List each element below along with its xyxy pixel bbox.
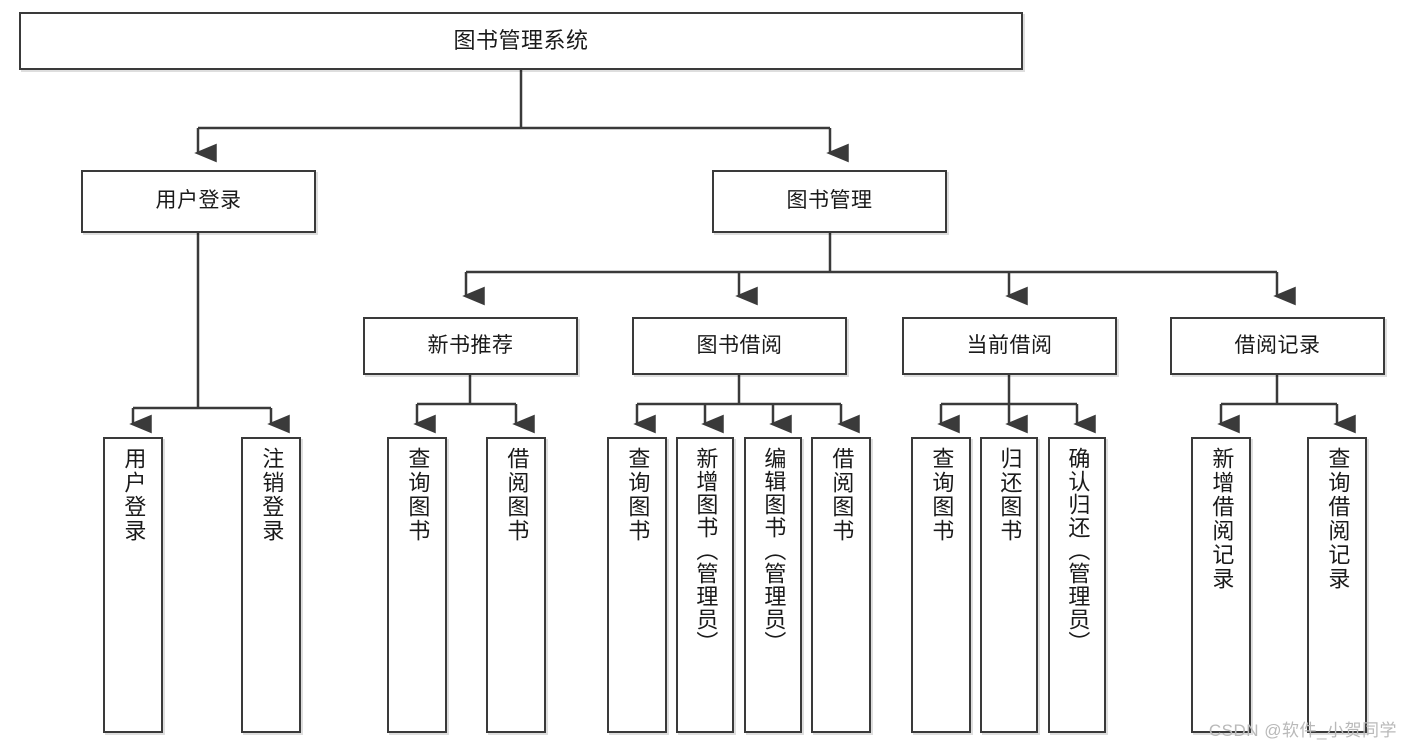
node-borrow-record[interactable]: 借阅记录 <box>1170 317 1385 375</box>
node-label: 查询图书 <box>405 447 431 543</box>
leaf-add-book-admin[interactable]: 新增图书（管理员） <box>676 437 734 733</box>
node-label: 新书推荐 <box>427 333 514 357</box>
node-label: 借阅图书 <box>829 447 855 543</box>
leaf-edit-book-admin[interactable]: 编辑图书（管理员） <box>744 437 802 733</box>
node-root-system[interactable]: 图书管理系统 <box>19 12 1023 70</box>
node-label: 当前借阅 <box>966 333 1053 357</box>
node-book-borrow[interactable]: 图书借阅 <box>632 317 847 375</box>
node-book-manage[interactable]: 图书管理 <box>712 170 947 233</box>
node-new-book-recommend[interactable]: 新书推荐 <box>363 317 578 375</box>
leaf-query-book-current[interactable]: 查询图书 <box>911 437 971 733</box>
node-label: 确认归还（管理员） <box>1065 447 1091 654</box>
node-label: 借阅图书 <box>504 447 530 543</box>
leaf-user-login[interactable]: 用户登录 <box>103 437 163 733</box>
node-user-login[interactable]: 用户登录 <box>81 170 316 233</box>
node-label: 查询图书 <box>625 447 651 543</box>
node-label: 归还图书 <box>997 447 1023 543</box>
node-label: 用户登录 <box>155 189 242 213</box>
node-label: 查询图书 <box>929 447 955 543</box>
node-label: 借阅记录 <box>1234 333 1321 357</box>
leaf-add-borrow-record[interactable]: 新增借阅记录 <box>1191 437 1251 733</box>
leaf-logout-login[interactable]: 注销登录 <box>241 437 301 733</box>
leaf-borrow-book-recommend[interactable]: 借阅图书 <box>486 437 546 733</box>
node-label: 图书借阅 <box>696 333 783 357</box>
node-label: 注销登录 <box>259 447 285 543</box>
node-label: 新增图书（管理员） <box>693 447 719 654</box>
node-label: 图书管理系统 <box>453 28 589 54</box>
leaf-borrow-book[interactable]: 借阅图书 <box>811 437 871 733</box>
leaf-query-borrow-record[interactable]: 查询借阅记录 <box>1307 437 1367 733</box>
leaf-return-book[interactable]: 归还图书 <box>980 437 1038 733</box>
node-label: 编辑图书（管理员） <box>761 447 787 654</box>
leaf-query-book-recommend[interactable]: 查询图书 <box>387 437 447 733</box>
node-label: 新增借阅记录 <box>1209 447 1235 591</box>
node-label: 查询借阅记录 <box>1325 447 1351 591</box>
node-label: 用户登录 <box>121 447 147 543</box>
node-label: 图书管理 <box>786 189 873 213</box>
leaf-query-book-borrow[interactable]: 查询图书 <box>607 437 667 733</box>
node-current-borrow[interactable]: 当前借阅 <box>902 317 1117 375</box>
leaf-confirm-return-admin[interactable]: 确认归还（管理员） <box>1048 437 1106 733</box>
csdn-watermark: CSDN @软件_小贺同学 <box>1208 721 1397 740</box>
